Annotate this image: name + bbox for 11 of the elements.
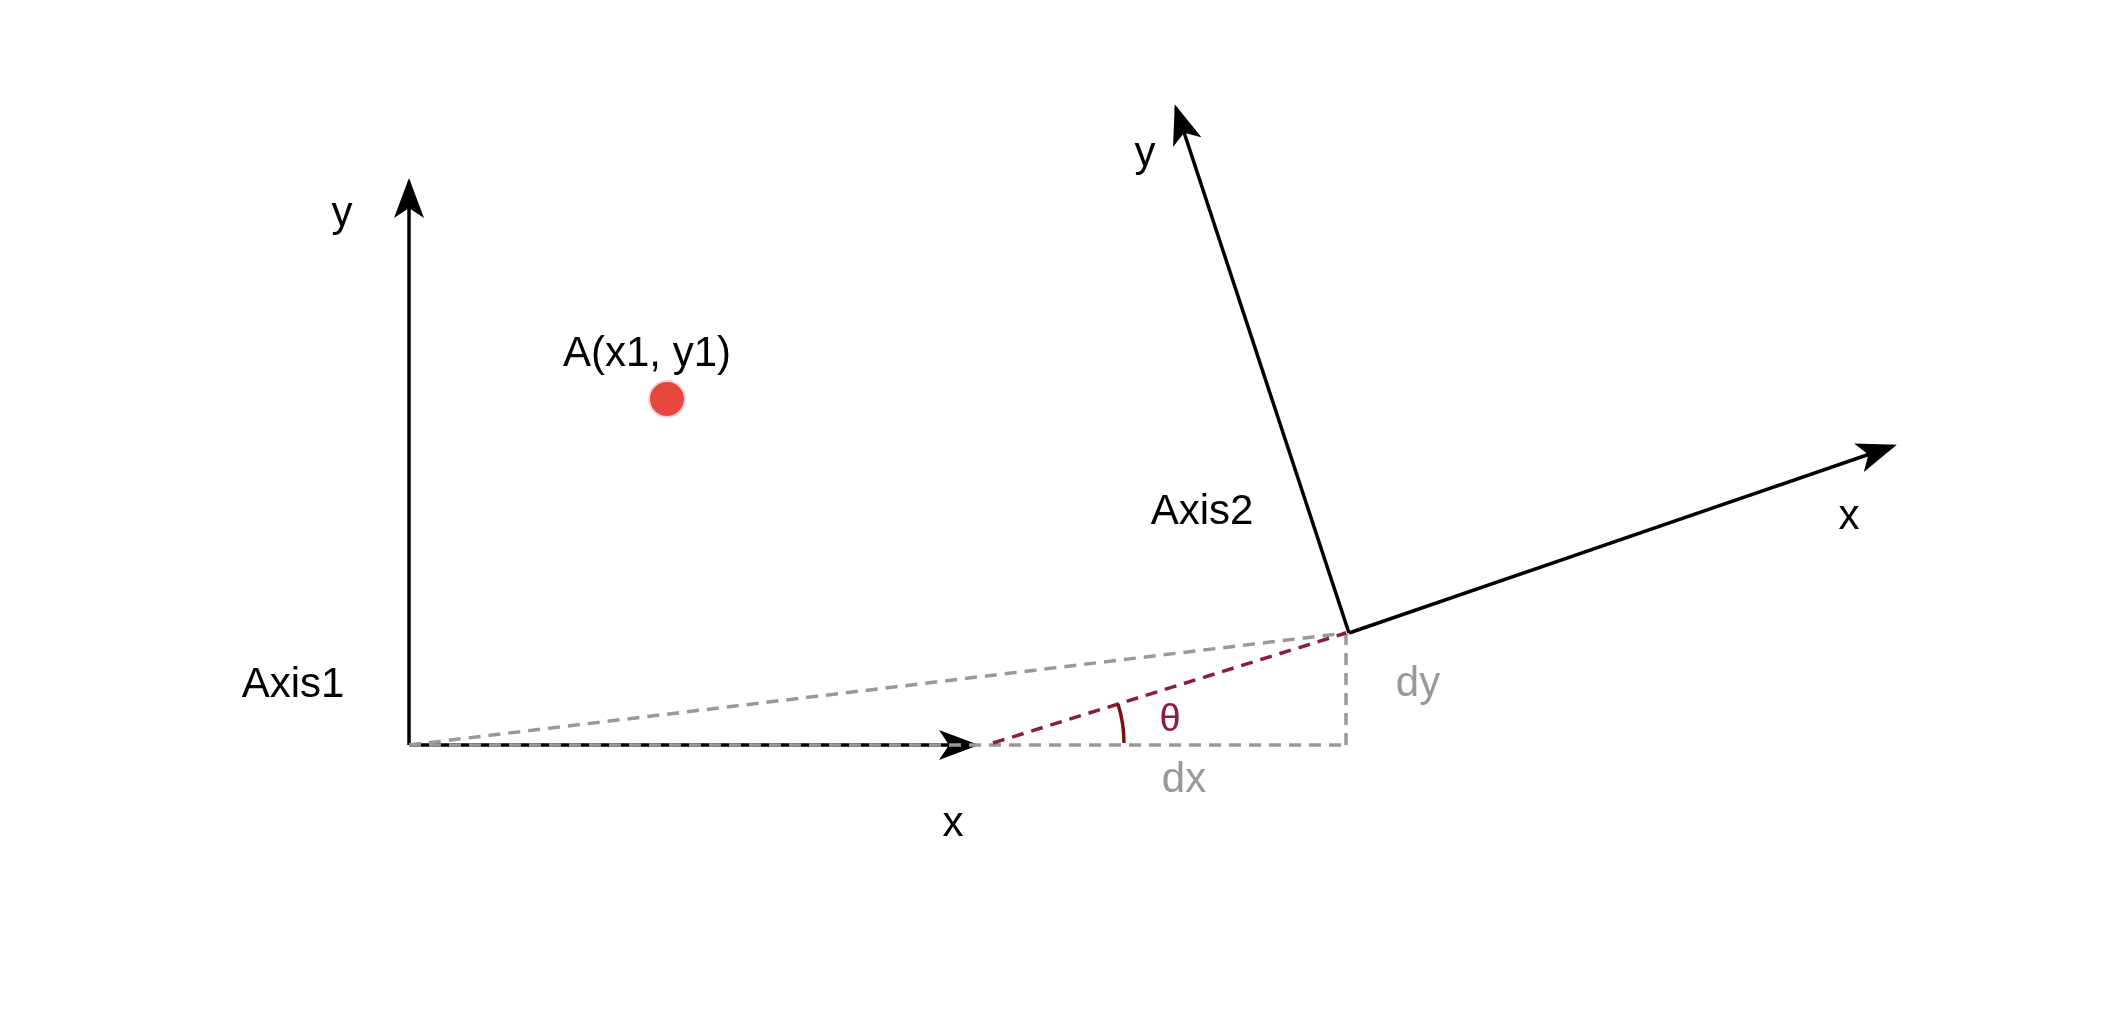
axis-name: Axis2 [1150,489,1254,531]
point-dot [650,382,684,416]
axis-name: Axis1 [241,662,345,704]
angle-label: θ [1159,699,1181,737]
offset-label: dx [1161,757,1207,799]
axis-label: y [1134,131,1156,173]
axis-label: x [1838,494,1860,536]
axis-label: y [331,191,353,233]
offset-label: dy [1395,661,1441,703]
axis-label: x [942,801,964,843]
point-label: A(x1, y1) [563,331,731,373]
